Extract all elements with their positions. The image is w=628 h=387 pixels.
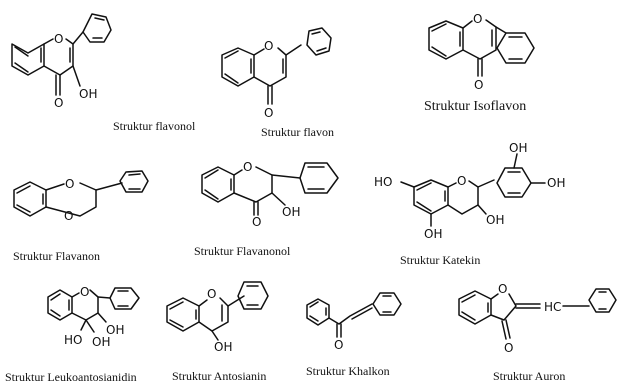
structure-khalkon: O: [306, 292, 402, 352]
structure-flavon: O O: [221, 27, 332, 120]
katekin-hydroxyl-top: OH: [509, 141, 527, 155]
flavon-ring-oxygen: O: [264, 39, 273, 53]
flavanon-carbonyl-oxygen: O: [64, 209, 73, 223]
caption-flavonol: Struktur flavonol: [113, 119, 196, 133]
leukoantosianidin-hydroxyl-b: OH: [92, 335, 110, 349]
flavanon-ring-oxygen: O: [65, 177, 74, 191]
katekin-hydroxyl-ho-left: HO: [374, 175, 392, 189]
structure-antosianin: O OH: [166, 281, 269, 354]
flavonol-hydroxyl: OH: [79, 87, 97, 101]
flavon-carbonyl-oxygen: O: [264, 106, 273, 120]
structure-flavanon: O O: [13, 170, 149, 223]
flavanonol-carbonyl-oxygen: O: [252, 215, 261, 229]
katekin-ring-oxygen: O: [457, 174, 466, 188]
leukoantosianidin-hydroxyl-a: OH: [106, 323, 124, 337]
caption-auron: Struktur Auron: [493, 369, 566, 383]
auron-ring-oxygen: O: [498, 282, 507, 296]
flavanonol-hydroxyl: OH: [282, 205, 300, 219]
khalkon-carbonyl-oxygen: O: [334, 338, 343, 352]
structure-katekin: O HO OH OH OH OH: [374, 141, 565, 241]
caption-flavanonol: Struktur Flavanonol: [194, 244, 291, 258]
antosianin-ring-oxygen: O: [207, 287, 216, 301]
leukoantosianidin-hydroxyl-ho: HO: [64, 333, 82, 347]
flavonol-ring-oxygen: O: [54, 32, 63, 46]
caption-khalkon: Struktur Khalkon: [306, 364, 390, 378]
structure-isoflavon: O O: [428, 12, 535, 92]
structure-flavonol: O OH O: [11, 13, 112, 110]
katekin-hydroxyl-mid: OH: [486, 213, 504, 227]
caption-flavon: Struktur flavon: [261, 125, 334, 139]
katekin-hydroxyl-right: OH: [547, 176, 565, 190]
flavonol-carbonyl-oxygen: O: [54, 96, 63, 110]
isoflavon-ring-oxygen: O: [473, 12, 482, 26]
structure-auron: O O HC: [458, 282, 617, 355]
caption-flavanon: Struktur Flavanon: [13, 249, 100, 263]
leukoantosianidin-ring-oxygen: O: [80, 285, 89, 299]
antosianin-hydroxyl: OH: [214, 340, 232, 354]
auron-hc-label: HC: [544, 300, 561, 314]
caption-isoflavon: Struktur Isoflavon: [424, 99, 527, 114]
caption-antosianin: Struktur Antosianin: [172, 369, 267, 383]
katekin-hydroxyl-bottom: OH: [424, 227, 442, 241]
auron-carbonyl-oxygen: O: [504, 341, 513, 355]
isoflavon-carbonyl-oxygen: O: [474, 78, 483, 92]
caption-katekin: Struktur Katekin: [400, 253, 481, 267]
flavanonol-ring-oxygen: O: [243, 160, 252, 174]
structure-leukoantosianidin: O OH HO OH: [47, 285, 140, 349]
structure-flavanonol: O OH O: [201, 160, 339, 229]
caption-leukoantosianidin: Struktur Leukoantosianidin: [5, 370, 137, 384]
